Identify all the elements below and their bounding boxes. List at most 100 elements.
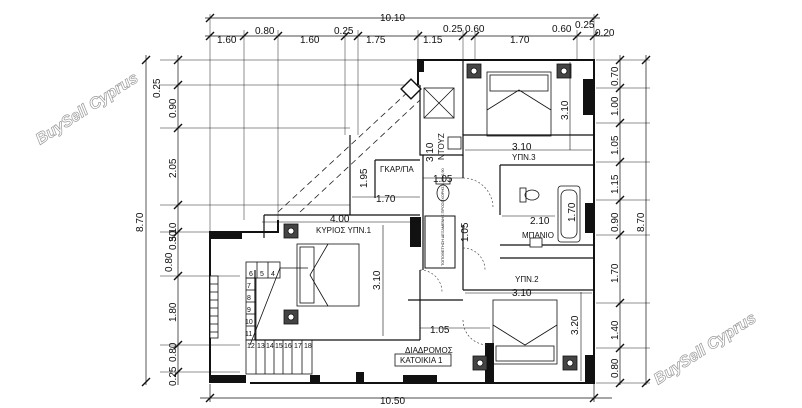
dim-shower-length: 3.10 <box>425 142 436 162</box>
washbasin-shower <box>447 136 462 150</box>
svg-text:1.00: 1.00 <box>610 96 621 116</box>
svg-text:4: 4 <box>271 271 275 278</box>
staircase <box>209 261 313 375</box>
room-corridor-label: ΔΙΑΔΡΟΜΟΣ <box>405 346 453 355</box>
dim-bedroom-2-width: 3.10 <box>512 288 532 299</box>
dim-stair-small: 3.10 <box>168 222 179 242</box>
svg-text:9: 9 <box>247 307 251 314</box>
svg-text:0.50: 0.50 <box>168 230 179 250</box>
svg-text:17: 17 <box>294 343 302 350</box>
svg-text:0.60: 0.60 <box>465 24 485 35</box>
svg-text:0.90: 0.90 <box>168 98 179 118</box>
dim-top-segments: 1.60 0.80 1.60 0.25 1.75 1.15 0.25 0.60 … <box>217 20 615 46</box>
svg-text:1.80: 1.80 <box>168 302 179 322</box>
svg-text:1.70: 1.70 <box>610 263 621 283</box>
watermark-left: BuySell Cyprus <box>33 70 142 149</box>
svg-text:1.05: 1.05 <box>610 135 621 155</box>
svg-text:0.80: 0.80 <box>168 342 179 362</box>
stair-guide-lines <box>277 89 421 213</box>
dim-left-total: 8.70 <box>135 212 146 232</box>
dim-wardrobe-height: 1.95 <box>359 168 370 188</box>
svg-text:2.05: 2.05 <box>168 158 179 178</box>
left-dimension-lines <box>141 55 183 387</box>
svg-text:1.15: 1.15 <box>610 174 621 194</box>
dim-right-segments: 0.70 1.00 1.05 1.15 0.90 1.70 1.40 0.80 <box>610 66 621 378</box>
svg-text:10: 10 <box>245 319 253 326</box>
dim-master-depth: 3.10 <box>372 270 383 290</box>
interior-walls <box>254 60 594 341</box>
svg-text:0.70: 0.70 <box>610 66 621 86</box>
shower-tray <box>423 87 455 119</box>
bedroom-3-dims: 3.10 3.10 <box>465 62 592 153</box>
svg-text:0.60: 0.60 <box>552 24 572 35</box>
svg-text:12: 12 <box>247 343 255 350</box>
dim-corridor-width: 1.05 <box>430 325 450 336</box>
right-dimension-lines <box>615 55 651 388</box>
svg-text:8: 8 <box>247 295 251 302</box>
svg-text:0.25: 0.25 <box>443 24 463 35</box>
svg-text:0.25: 0.25 <box>152 78 163 98</box>
stair-step-numbers: 6 5 4 7 8 9 10 11 12 13 14 15 16 17 18 <box>245 271 312 350</box>
svg-text:0.25: 0.25 <box>575 20 595 31</box>
bathtub <box>557 185 581 243</box>
watermark-right: BuySell Cyprus <box>651 310 760 389</box>
svg-text:1.60: 1.60 <box>300 35 320 46</box>
svg-text:1.40: 1.40 <box>610 320 621 340</box>
svg-text:0.80: 0.80 <box>610 358 621 378</box>
extension-lines <box>160 14 650 384</box>
svg-text:1.60: 1.60 <box>217 35 237 46</box>
room-master-bedroom-label: ΚΥΡΙΟΣ ΥΠΝ.1 <box>316 226 372 235</box>
bathroom-toilet <box>519 187 540 203</box>
svg-text:0.25: 0.25 <box>168 366 179 386</box>
svg-text:1.75: 1.75 <box>366 35 386 46</box>
master-bed <box>283 223 360 325</box>
svg-text:13: 13 <box>257 343 265 350</box>
dim-bathroom-depth: 1.70 <box>567 202 578 222</box>
roof-hatch <box>400 78 422 100</box>
dim-wc-width: 1.05 <box>433 174 453 185</box>
dim-bottom-total: 10.50 <box>380 396 405 407</box>
dim-bathroom-width: 2.10 <box>530 216 550 227</box>
svg-text:18: 18 <box>304 343 312 350</box>
unit-label-box <box>394 353 452 367</box>
room-shower-label: ΝΤΟΥΖ <box>437 133 446 160</box>
svg-text:0.25: 0.25 <box>334 26 354 37</box>
svg-text:14: 14 <box>266 343 274 350</box>
water-tank-label: ΤΟΠΟΘΕΤΗΣΗ ΔΕΞΑΜΕΝΗΣ ΠΡΟΣΟΧΟΡΗΣ 1,50x0,9… <box>441 168 445 266</box>
dim-bedroom-2-depth: 3.20 <box>570 315 581 335</box>
dim-master-width: 4.00 <box>330 214 350 225</box>
unit-label: ΚΑΤΟΙΚΙΑ 1 <box>400 356 443 365</box>
svg-text:6: 6 <box>249 271 253 278</box>
svg-text:3.10: 3.10 <box>560 100 571 120</box>
structural-columns <box>210 60 594 383</box>
room-bedroom-3-label: ΥΠΝ.3 <box>512 153 536 162</box>
washbasin-bath <box>529 237 543 248</box>
door-swings <box>419 177 494 346</box>
bottom-dimension-line <box>200 384 612 403</box>
dim-left-segments: 0.25 0.90 2.05 0.50 0.80 1.80 0.80 0.25 <box>152 78 179 386</box>
svg-text:1.70: 1.70 <box>510 35 530 46</box>
svg-text:7: 7 <box>247 283 251 290</box>
bedroom-3-bed <box>466 63 572 137</box>
dim-tank-width: 1.05 <box>460 222 471 242</box>
svg-text:0.80: 0.80 <box>255 26 275 37</box>
svg-text:3.10: 3.10 <box>512 142 532 153</box>
svg-text:15: 15 <box>275 343 283 350</box>
svg-text:0.90: 0.90 <box>610 212 621 232</box>
bedroom-2-bed <box>472 299 578 371</box>
dim-top-total: 10.10 <box>380 13 405 24</box>
dim-wardrobe-width: 1.70 <box>376 194 396 205</box>
dim-right-total: 8.70 <box>636 212 647 232</box>
svg-text:0.20: 0.20 <box>595 28 615 39</box>
svg-text:16: 16 <box>284 343 292 350</box>
svg-text:1.15: 1.15 <box>423 35 443 46</box>
svg-text:5: 5 <box>260 271 264 278</box>
svg-text:0.80: 0.80 <box>164 252 175 272</box>
top-dimension-lines <box>205 13 610 41</box>
room-bathroom-label: ΜΠΑΝΙΟ <box>522 231 554 240</box>
room-bedroom-2-label: ΥΠΝ.2 <box>515 275 539 284</box>
svg-text:11: 11 <box>245 331 252 338</box>
room-wardrobe-label: ΓΚΑΡ/ΠΑ <box>380 165 414 174</box>
water-tank <box>424 215 456 269</box>
